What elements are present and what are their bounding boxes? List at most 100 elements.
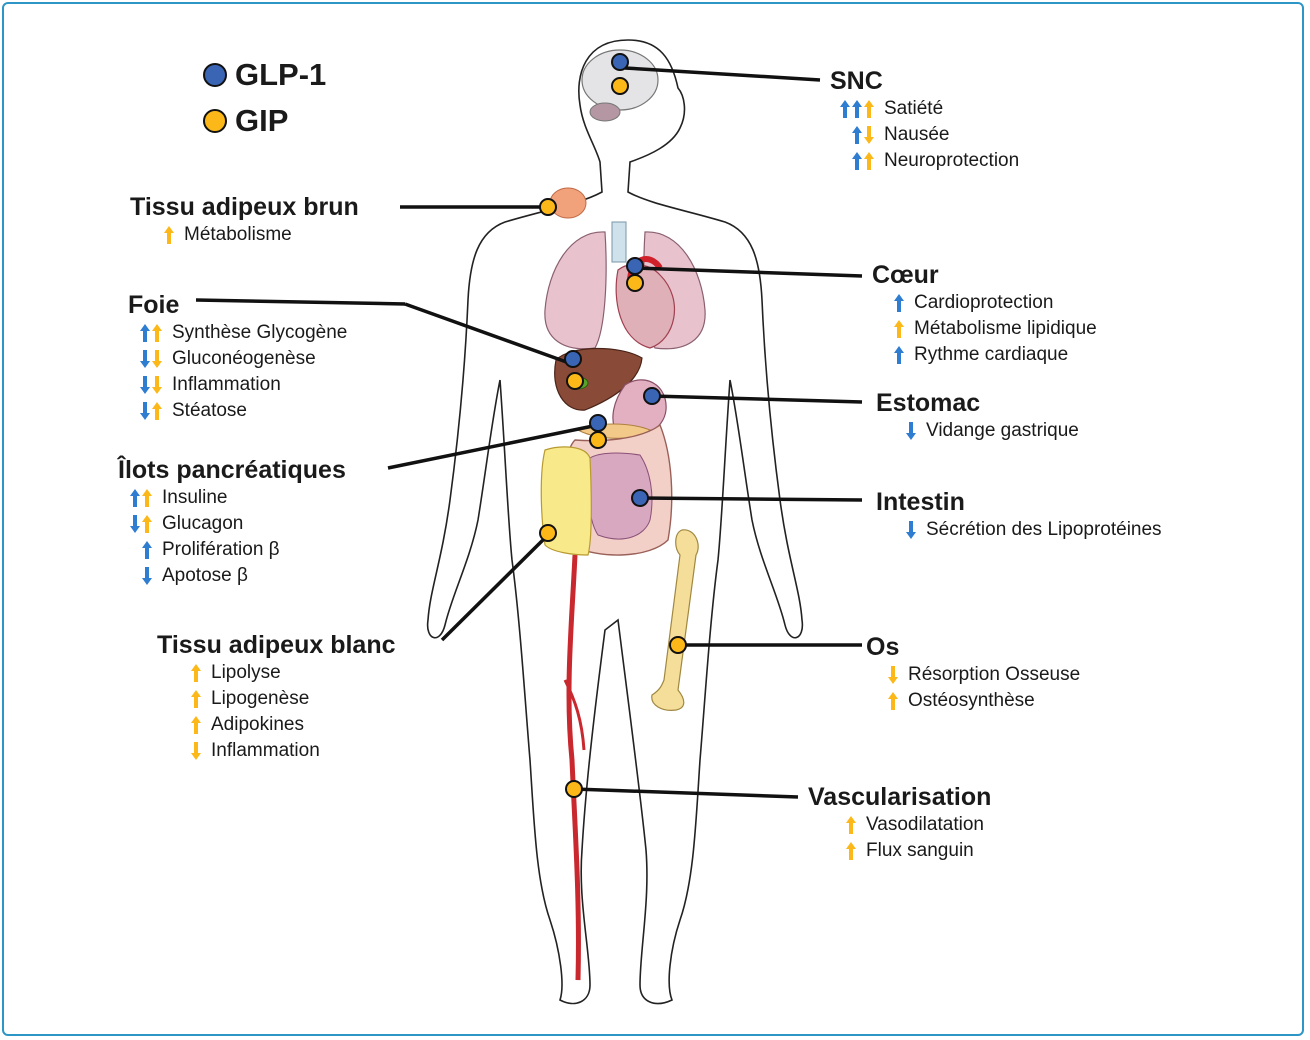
cerebellum <box>590 103 620 121</box>
organ-title: Intestin <box>876 487 1162 517</box>
effect-label: Insuline <box>162 485 228 511</box>
effect-item: Glucagon <box>118 511 346 537</box>
effect-label: Adipokines <box>211 712 304 738</box>
effect-item: Flux sanguin <box>808 838 991 864</box>
up-arrow-icon <box>130 489 140 507</box>
effect-item: Insuline <box>118 485 346 511</box>
organ-title: Os <box>866 632 1080 662</box>
up-arrow-icon <box>152 402 162 420</box>
effect-label: Nausée <box>884 122 950 148</box>
down-arrow-icon <box>140 376 150 394</box>
effect-item: Gluconéogenèse <box>128 346 347 372</box>
effect-item: Inflammation <box>128 372 347 398</box>
effect-arrows <box>830 152 874 170</box>
down-arrow-icon <box>152 376 162 394</box>
effect-arrows <box>866 692 898 710</box>
organ-title: SNC <box>830 66 1019 96</box>
glp1-dot-stomach <box>644 388 660 404</box>
effect-label: Ostéosynthèse <box>908 688 1035 714</box>
up-arrow-icon <box>852 126 862 144</box>
gip-dot-brown-adipose <box>540 199 556 215</box>
effect-arrows <box>872 320 904 338</box>
organ-title: Vascularisation <box>808 782 991 812</box>
effect-arrows <box>866 666 898 684</box>
gip-swatch <box>203 109 227 133</box>
gip-dot-bone <box>670 637 686 653</box>
down-arrow-icon <box>130 515 140 533</box>
up-arrow-icon <box>846 816 856 834</box>
gip-dot-white-adipose <box>540 525 556 541</box>
glp1-dot-heart <box>627 258 643 274</box>
gip-dot-heart <box>627 275 643 291</box>
up-arrow-icon <box>140 324 150 342</box>
effect-arrows <box>872 294 904 312</box>
effect-arrows <box>876 521 916 539</box>
effect-label: Métabolisme lipidique <box>914 316 1097 342</box>
effect-label: Lipolyse <box>211 660 281 686</box>
effect-label: Inflammation <box>172 372 281 398</box>
effect-item: Synthèse Glycogène <box>128 320 347 346</box>
glp1-dot-liver <box>565 351 581 367</box>
gip-dot-pancreas <box>590 432 606 448</box>
effect-item: Lipogenèse <box>157 686 396 712</box>
down-arrow-icon <box>140 402 150 420</box>
up-arrow-icon <box>142 489 152 507</box>
effect-arrows <box>157 690 201 708</box>
effect-arrows <box>872 346 904 364</box>
legend-item-gip: GIP <box>203 98 326 144</box>
effect-item: Résorption Osseuse <box>866 662 1080 688</box>
organ-heart: CœurCardioprotectionMétabolisme lipidiqu… <box>872 260 1097 368</box>
effect-arrows <box>830 126 874 144</box>
up-arrow-icon <box>142 541 152 559</box>
effect-arrows <box>157 742 201 760</box>
effect-item: Cardioprotection <box>872 290 1097 316</box>
effect-arrows <box>128 376 162 394</box>
up-arrow-icon <box>894 346 904 364</box>
organ-intestine: IntestinSécrétion des Lipoprotéines <box>876 487 1162 543</box>
effect-label: Apotose β <box>162 563 248 589</box>
glp1-dot-intestine <box>632 490 648 506</box>
effect-label: Résorption Osseuse <box>908 662 1080 688</box>
up-arrow-icon <box>840 100 850 118</box>
effect-arrows <box>808 842 856 860</box>
up-arrow-icon <box>191 690 201 708</box>
up-arrow-icon <box>191 664 201 682</box>
effect-item: Prolifération β <box>118 537 346 563</box>
up-arrow-icon <box>852 100 862 118</box>
down-arrow-icon <box>864 126 874 144</box>
effect-label: Lipogenèse <box>211 686 309 712</box>
effect-label: Satiété <box>884 96 943 122</box>
effect-label: Glucagon <box>162 511 243 537</box>
effect-label: Vasodilatation <box>866 812 984 838</box>
legend: GLP-1 GIP <box>203 52 326 144</box>
effect-arrows <box>118 489 152 507</box>
effect-item: Ostéosynthèse <box>866 688 1080 714</box>
effect-item: Métabolisme <box>130 222 359 248</box>
effect-label: Sécrétion des Lipoprotéines <box>926 517 1162 543</box>
legend-item-glp1: GLP-1 <box>203 52 326 98</box>
organ-title: Tissu adipeux blanc <box>157 630 396 660</box>
effect-arrows <box>118 515 152 533</box>
up-arrow-icon <box>164 226 174 244</box>
down-arrow-icon <box>152 350 162 368</box>
down-arrow-icon <box>888 666 898 684</box>
effect-arrows <box>808 816 856 834</box>
effect-item: Vasodilatation <box>808 812 991 838</box>
effect-item: Adipokines <box>157 712 396 738</box>
effect-label: Métabolisme <box>184 222 292 248</box>
effect-arrows <box>157 716 201 734</box>
gip-dot-brain <box>612 78 628 94</box>
effect-label: Flux sanguin <box>866 838 974 864</box>
effect-label: Prolifération β <box>162 537 280 563</box>
effect-arrows <box>128 324 162 342</box>
effect-item: Stéatose <box>128 398 347 424</box>
gip-dot-vascular <box>566 781 582 797</box>
effect-item: Sécrétion des Lipoprotéines <box>876 517 1162 543</box>
down-arrow-icon <box>906 422 916 440</box>
up-arrow-icon <box>888 692 898 710</box>
down-arrow-icon <box>140 350 150 368</box>
effect-arrows <box>830 100 874 118</box>
